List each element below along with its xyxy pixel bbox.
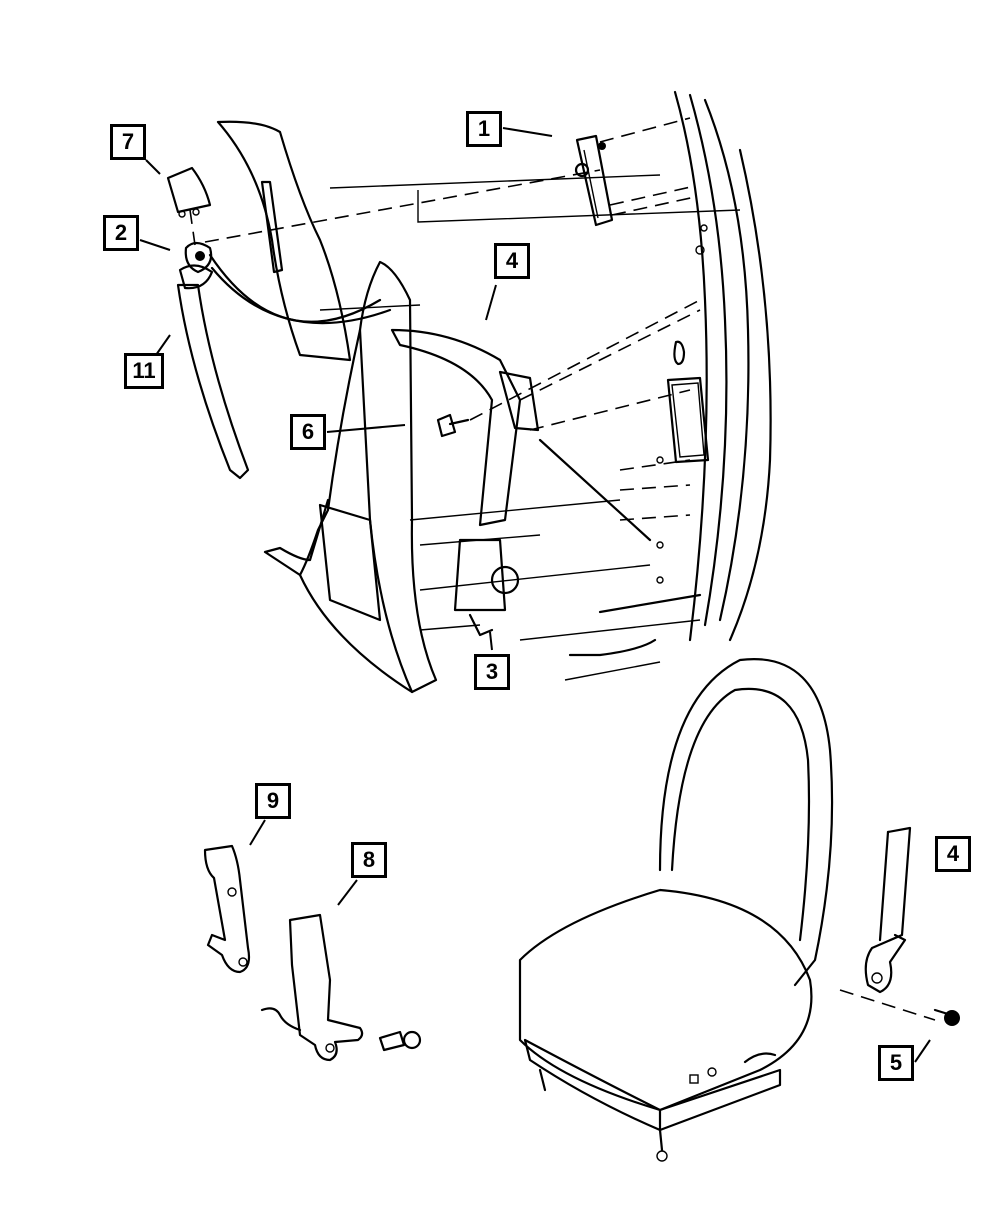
b-pillar-trim-panel[interactable] <box>263 260 438 694</box>
callout-4-retractor[interactable]: 4 <box>494 243 530 279</box>
callout-3[interactable]: 3 <box>474 654 510 690</box>
callout-6[interactable]: 6 <box>290 414 326 450</box>
callout-4-seat[interactable]: 4 <box>935 836 971 872</box>
seat-side-belt-end[interactable] <box>864 826 912 994</box>
callout-8[interactable]: 8 <box>351 842 387 878</box>
floor-lines <box>319 174 741 681</box>
buckle[interactable] <box>203 844 251 974</box>
vehicle-body-pillar <box>656 90 772 642</box>
callout-7[interactable]: 7 <box>110 124 146 160</box>
upper-anchor-adjuster[interactable] <box>574 134 614 227</box>
callout-1[interactable]: 1 <box>466 111 502 147</box>
pillar-screw <box>436 413 470 438</box>
anchor-bolt[interactable] <box>933 1008 960 1026</box>
leader-lines <box>139 127 931 1063</box>
callout-2[interactable]: 2 <box>103 215 139 251</box>
callout-11[interactable]: 11 <box>124 353 164 389</box>
anchor-cover-cap[interactable] <box>166 166 212 218</box>
upper-trim-panel <box>216 120 352 362</box>
upper-belt-anchor[interactable] <box>184 241 392 325</box>
shoulder-belt-retractor[interactable] <box>390 328 540 637</box>
seat <box>518 658 834 1162</box>
callout-5[interactable]: 5 <box>878 1045 914 1081</box>
buckle-with-wire[interactable] <box>260 913 364 1062</box>
assembly-dash-lines <box>189 117 936 1021</box>
upper-pillar-trim[interactable] <box>176 264 250 480</box>
buckle-bolt <box>378 1030 422 1052</box>
callout-9[interactable]: 9 <box>255 783 291 819</box>
